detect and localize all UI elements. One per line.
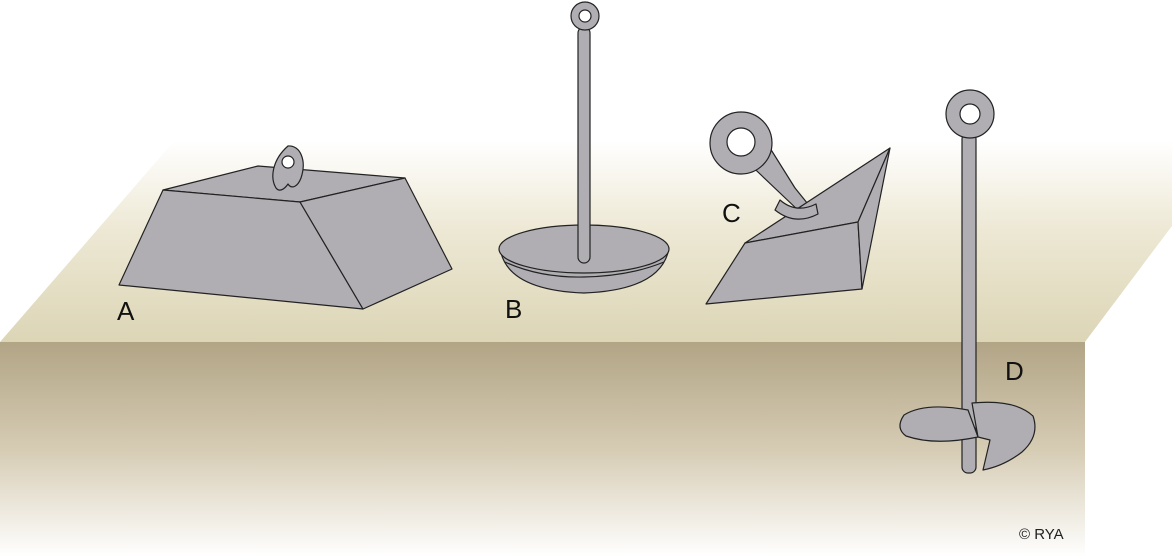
- label-d: D: [1005, 356, 1024, 386]
- label-c: C: [722, 198, 741, 228]
- screw-anchor-helix-left: [899, 406, 979, 442]
- block-anchor-eye-hole: [281, 155, 295, 169]
- block-anchor: [118, 145, 453, 310]
- label-a: A: [117, 296, 135, 326]
- pyramid-anchor-side-face: [857, 147, 891, 290]
- screw-anchor-eye-hole: [959, 103, 981, 125]
- copyright-notice: © RYA: [1019, 526, 1064, 543]
- mushroom-anchor-bowl-inner: [504, 261, 665, 278]
- mushroom-anchor-eye-hole: [578, 9, 592, 23]
- seabed-cross-section: [0, 342, 1085, 557]
- screw-anchor: [899, 89, 1036, 474]
- screw-anchor-helix-right: [971, 401, 1036, 471]
- pyramid-anchor-eye-hole: [726, 127, 756, 157]
- pyramid-anchor: [705, 111, 891, 305]
- mushroom-anchor: [498, 1, 670, 294]
- label-b: B: [505, 294, 522, 324]
- seabed-side: [1085, 226, 1172, 557]
- pyramid-anchor-collar: [774, 199, 819, 220]
- mushroom-anchor-shank: [577, 26, 591, 264]
- block-anchor-side-face: [299, 177, 453, 310]
